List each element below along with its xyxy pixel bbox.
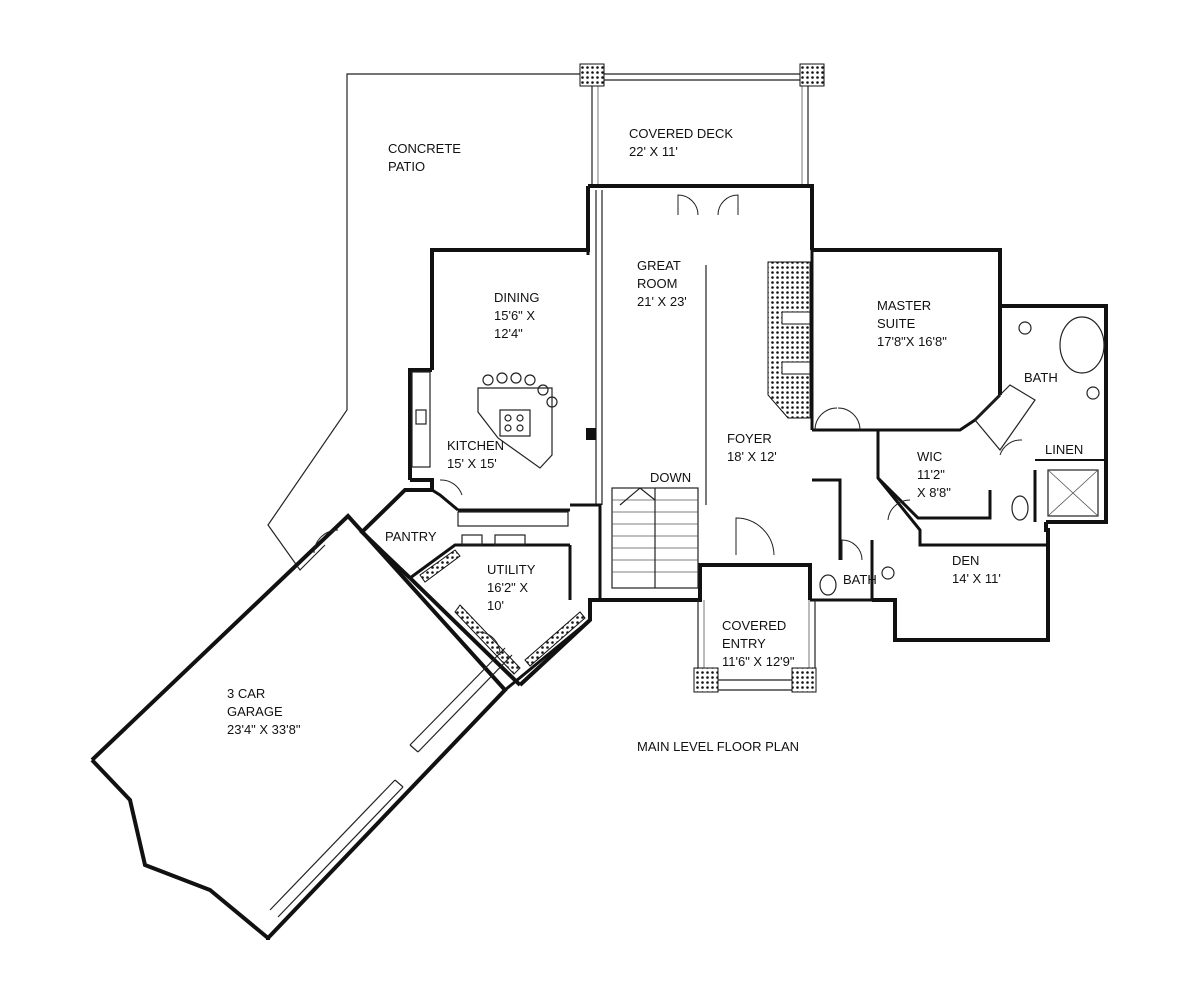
room-labels: CONCRETE PATIO COVERED DECK 22' X 11' GR… bbox=[227, 126, 1083, 754]
deck-dims: 22' X 11' bbox=[629, 144, 678, 159]
master-label-2: SUITE bbox=[877, 316, 916, 331]
bath-label: BATH bbox=[843, 572, 877, 587]
covered-deck bbox=[579, 63, 825, 186]
linen-label: LINEN bbox=[1045, 442, 1083, 457]
plan-title: MAIN LEVEL FLOOR PLAN bbox=[637, 739, 799, 754]
kitchen-label: KITCHEN bbox=[447, 438, 504, 453]
kitchen-island bbox=[411, 371, 558, 469]
entry-label-2: ENTRY bbox=[722, 636, 766, 651]
utility-dims: 16'2" X bbox=[487, 580, 528, 595]
patio-label-2: PATIO bbox=[388, 159, 425, 174]
master-dims: 17'8"X 16'8" bbox=[877, 334, 947, 349]
stairs-label: DOWN bbox=[650, 470, 691, 485]
dining-dims: 15'6" X bbox=[494, 308, 535, 323]
great-room-label-2: ROOM bbox=[637, 276, 677, 291]
great-room-label: GREAT bbox=[637, 258, 681, 273]
covered-entry bbox=[693, 600, 817, 693]
stairs bbox=[611, 487, 699, 589]
foyer-dims: 18' X 12' bbox=[727, 449, 777, 464]
dining-dims-2: 12'4" bbox=[494, 326, 523, 341]
wic-dims: 11'2" bbox=[917, 467, 945, 482]
den-dims: 14' X 11' bbox=[952, 571, 1001, 586]
entry-dims: 11'6" X 12'9" bbox=[722, 654, 795, 669]
entry-label: COVERED bbox=[722, 618, 786, 633]
den-label: DEN bbox=[952, 553, 979, 568]
utility-dims-2: 10' bbox=[487, 598, 504, 613]
kitchen-counter bbox=[419, 511, 586, 675]
dining-label: DINING bbox=[494, 290, 540, 305]
fireplace bbox=[767, 261, 811, 419]
wic-dims-2: X 8'8" bbox=[917, 485, 951, 500]
garage-dims: 23'4" X 33'8" bbox=[227, 722, 301, 737]
garage-label: 3 CAR bbox=[227, 686, 265, 701]
wic-label: WIC bbox=[917, 449, 942, 464]
foyer-label: FOYER bbox=[727, 431, 772, 446]
concrete-patio bbox=[267, 73, 585, 571]
doors bbox=[313, 194, 1023, 656]
garage-label-2: GARAGE bbox=[227, 704, 283, 719]
patio-label: CONCRETE bbox=[388, 141, 461, 156]
kitchen-dims: 15' X 15' bbox=[447, 456, 497, 471]
bath-fixtures bbox=[819, 316, 1105, 596]
master-label: MASTER bbox=[877, 298, 931, 313]
pantry-label: PANTRY bbox=[385, 529, 437, 544]
utility-label: UTILITY bbox=[487, 562, 536, 577]
great-room-dims: 21' X 23' bbox=[637, 294, 687, 309]
garage-doors bbox=[269, 647, 513, 918]
deck-label: COVERED DECK bbox=[629, 126, 733, 141]
master-bath-label: BATH bbox=[1024, 370, 1058, 385]
